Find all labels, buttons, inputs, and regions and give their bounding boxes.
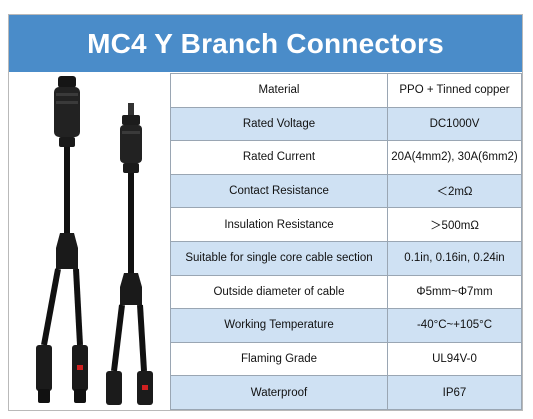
y-branch-connector-illustration <box>36 76 153 405</box>
spec-label: Material <box>170 73 388 108</box>
spec-row-contact-resistance: Contact Resistance ＜2mΩ <box>170 173 522 209</box>
page-title: MC4 Y Branch Connectors <box>9 15 522 72</box>
spec-value: ＜2mΩ <box>387 173 522 209</box>
product-spec-card: MC4 Y Branch Connectors <box>8 14 523 411</box>
spec-label: Rated Voltage <box>170 106 388 142</box>
spec-value: DC1000V <box>387 106 522 142</box>
spec-label: Insulation Resistance <box>170 207 388 242</box>
spec-row-flaming-grade: Flaming Grade UL94V-0 <box>170 341 522 377</box>
spec-value: -40°C~+105°C <box>387 308 522 343</box>
spec-row-cable-section: Suitable for single core cable section 0… <box>170 240 522 276</box>
spec-value: UL94V-0 <box>387 341 522 377</box>
spec-row-outside-diameter: Outside diameter of cable Φ5mm~Φ7mm <box>170 274 522 310</box>
spec-value: 0.1in, 0.16in, 0.24in <box>387 240 522 276</box>
spec-label: Contact Resistance <box>170 173 388 209</box>
spec-row-waterproof: Waterproof IP67 <box>170 375 522 410</box>
spec-row-material: Material PPO + Tinned copper <box>170 73 522 108</box>
product-image <box>10 73 170 410</box>
left-y-branch <box>36 76 88 403</box>
right-y-branch <box>106 103 153 405</box>
spec-label: Suitable for single core cable section <box>170 240 388 276</box>
spec-value: ＞500mΩ <box>387 207 522 242</box>
spec-value: 20A(4mm2), 30A(6mm2) <box>387 140 522 175</box>
spec-value: Φ5mm~Φ7mm <box>387 274 522 310</box>
spec-value: IP67 <box>387 375 522 410</box>
spec-label: Outside diameter of cable <box>170 274 388 310</box>
spec-row-working-temperature: Working Temperature -40°C~+105°C <box>170 308 522 343</box>
spec-value: PPO + Tinned copper <box>387 73 522 108</box>
spec-table: Material PPO + Tinned copper Rated Volta… <box>170 73 522 410</box>
spec-label: Rated Current <box>170 140 388 175</box>
spec-row-rated-voltage: Rated Voltage DC1000V <box>170 106 522 142</box>
spec-row-rated-current: Rated Current 20A(4mm2), 30A(6mm2) <box>170 140 522 175</box>
spec-label: Flaming Grade <box>170 341 388 377</box>
spec-label: Waterproof <box>170 375 388 410</box>
spec-label: Working Temperature <box>170 308 388 343</box>
spec-row-insulation-resistance: Insulation Resistance ＞500mΩ <box>170 207 522 242</box>
